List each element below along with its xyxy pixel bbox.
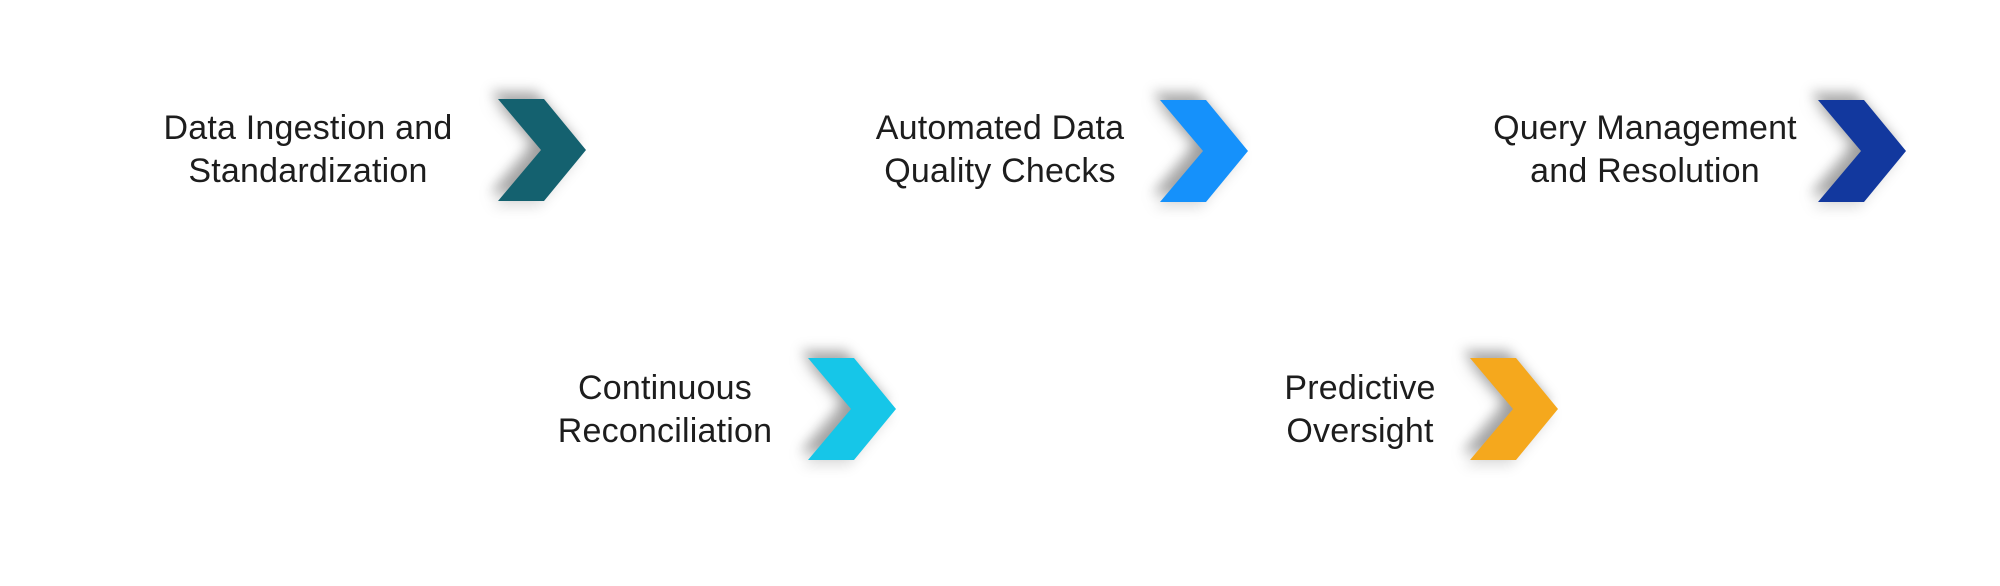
chevron-right-icon xyxy=(1160,100,1248,202)
step-label-line: Oversight xyxy=(1286,412,1434,450)
step-label-line: Query Management xyxy=(1493,109,1797,147)
step-label-line: Predictive xyxy=(1284,369,1436,407)
step-label-line: and Resolution xyxy=(1530,152,1760,190)
chevron-right-icon xyxy=(1470,358,1558,460)
step-label-line: Standardization xyxy=(188,152,428,190)
step-label: Query Management and Resolution xyxy=(1445,107,1845,193)
step-label-line: Automated Data xyxy=(875,109,1125,147)
step-label-line: Data Ingestion and xyxy=(163,109,453,147)
chevron-right-icon xyxy=(808,358,896,460)
step-label: Continuous Reconciliation xyxy=(465,367,865,453)
step-label-line: Continuous xyxy=(577,369,752,407)
chevron-right-icon xyxy=(1818,100,1906,202)
step-label-line: Quality Checks xyxy=(884,152,1116,190)
chevron-right-icon xyxy=(498,99,586,201)
step-label: Data Ingestion and Standardization xyxy=(108,107,508,193)
step-label: Automated Data Quality Checks xyxy=(800,107,1200,193)
step-label: Predictive Oversight xyxy=(1160,367,1560,453)
step-label-line: Reconciliation xyxy=(557,412,773,450)
